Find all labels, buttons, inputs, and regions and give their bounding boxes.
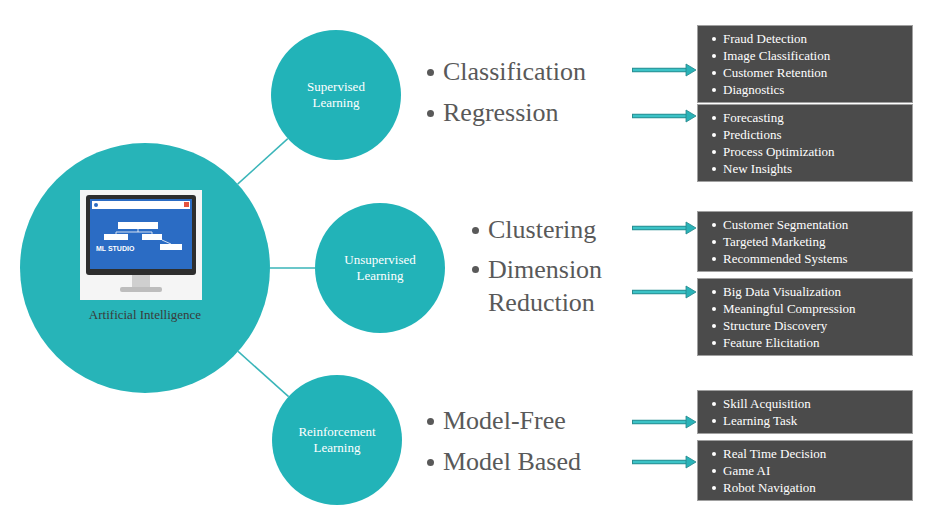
method-label: Dimension Reduction [488, 253, 648, 319]
application-item: Skill Acquisition [723, 395, 906, 412]
method-label: Model-Free [443, 405, 566, 437]
application-box: ForecastingPredictionsProcess Optimizati… [697, 104, 913, 182]
label-wrap: Model-Free [443, 405, 566, 437]
application-item: Targeted Marketing [723, 233, 906, 250]
method-label: Clustering [488, 214, 596, 246]
method-label: Regression [443, 97, 559, 129]
application-item: Learning Task [723, 412, 906, 429]
topic-circle: Reinforcement Learning [272, 375, 402, 505]
application-box: Customer SegmentationTargeted MarketingR… [697, 211, 913, 272]
method-label: Model Based [443, 446, 581, 478]
topic-circle: Artificial Intelligence ML STUDIO [20, 143, 270, 393]
application-box: Skill AcquisitionLearning Task [697, 390, 913, 434]
label-wrap: Classification [443, 56, 586, 88]
application-item: Forecasting [723, 109, 906, 126]
application-item: Real Time Decision [723, 445, 906, 462]
application-item: Structure Discovery [723, 317, 906, 334]
application-box: Real Time DecisionGame AIRobot Navigatio… [697, 440, 913, 501]
application-item: Diagnostics [723, 81, 906, 98]
application-box: Fraud DetectionImage ClassificationCusto… [697, 25, 913, 103]
application-item: Feature Elicitation [723, 334, 906, 351]
label-wrap: Regression [443, 97, 559, 129]
application-item: Robot Navigation [723, 479, 906, 496]
application-item: Game AI [723, 462, 906, 479]
branch-line [238, 139, 288, 185]
topic-circle: Supervised Learning [271, 30, 401, 160]
branch-line [270, 267, 315, 269]
application-item: Meaningful Compression [723, 300, 906, 317]
method-label: Classification [443, 56, 586, 88]
circle-label: Unsupervised Learning [330, 252, 430, 284]
caption-wrap: Artificial Intelligence [20, 305, 270, 323]
application-item: Image Classification [723, 47, 906, 64]
circle-label: Reinforcement Learning [287, 424, 387, 456]
application-box: Big Data VisualizationMeaningful Compres… [697, 278, 913, 356]
screen-label: ML STUDIO [96, 245, 134, 253]
topic-circle: Unsupervised Learning [315, 203, 445, 333]
caption-wrap: Reinforcement Learning [272, 375, 402, 505]
application-item: Customer Segmentation [723, 216, 906, 233]
branch-line [238, 351, 289, 396]
caption-wrap: Unsupervised Learning [315, 203, 445, 333]
circle-label: Supervised Learning [286, 79, 386, 111]
label-wrap: Clustering [488, 214, 596, 246]
label-wrap: Model Based [443, 446, 581, 478]
circle-label: Artificial Intelligence [89, 307, 201, 323]
application-item: Customer Retention [723, 64, 906, 81]
application-item: Fraud Detection [723, 30, 906, 47]
application-item: New Insights [723, 160, 906, 177]
caption-wrap: Supervised Learning [271, 30, 401, 160]
application-item: Predictions [723, 126, 906, 143]
application-item: Recommended Systems [723, 250, 906, 267]
application-item: Big Data Visualization [723, 283, 906, 300]
label-wrap: Dimension Reduction [488, 253, 648, 319]
application-item: Process Optimization [723, 143, 906, 160]
label-wrap: ML STUDIO [96, 245, 134, 253]
